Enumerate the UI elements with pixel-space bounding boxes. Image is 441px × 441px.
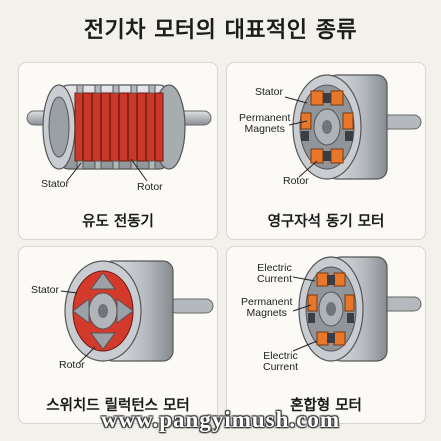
- induction-motor-illustration: [26, 84, 212, 182]
- electric-current-bottom-label: Electric Current: [263, 350, 299, 373]
- pmsm-motor-illustration: [284, 74, 422, 180]
- card-induction-motor: Stator Rotor 유도 전동기: [18, 62, 218, 240]
- card-hybrid-motor: Electric Current Permanent Magnets Elect…: [226, 246, 426, 424]
- rotor-label: Rotor: [283, 175, 309, 187]
- stator-label: Stator: [41, 178, 70, 190]
- hybrid-motor-illustration: [292, 256, 422, 362]
- card-caption: 유도 전동기: [82, 214, 154, 230]
- watermark-url: www.pangyimush.com: [100, 407, 341, 432]
- card-srm-motor: Stator Rotor 스위치드 릴럭턴스 모터: [18, 246, 218, 424]
- permanent-magnets-label: Permanent Magnets: [241, 296, 293, 319]
- page-title: 전기차 모터의 대표적인 종류: [83, 18, 358, 43]
- card-caption: 스위치드 릴럭턴스 모터: [46, 398, 190, 414]
- permanent-magnets-label: Permanent Magnets: [239, 112, 291, 135]
- electric-current-top-label: Electric Current: [257, 262, 293, 285]
- srm-motor-illustration: [60, 260, 214, 364]
- rotor-label: Rotor: [59, 359, 85, 371]
- card-caption: 영구자석 동기 모터: [267, 214, 385, 230]
- stator-label: Stator: [31, 284, 60, 296]
- stator-label: Stator: [255, 86, 284, 98]
- card-pmsm-motor: Stator Permanent Magnets Rotor 영구자석 동기 모…: [226, 62, 426, 240]
- rotor-label: Rotor: [137, 181, 163, 193]
- card-caption: 혼합형 모터: [290, 398, 362, 414]
